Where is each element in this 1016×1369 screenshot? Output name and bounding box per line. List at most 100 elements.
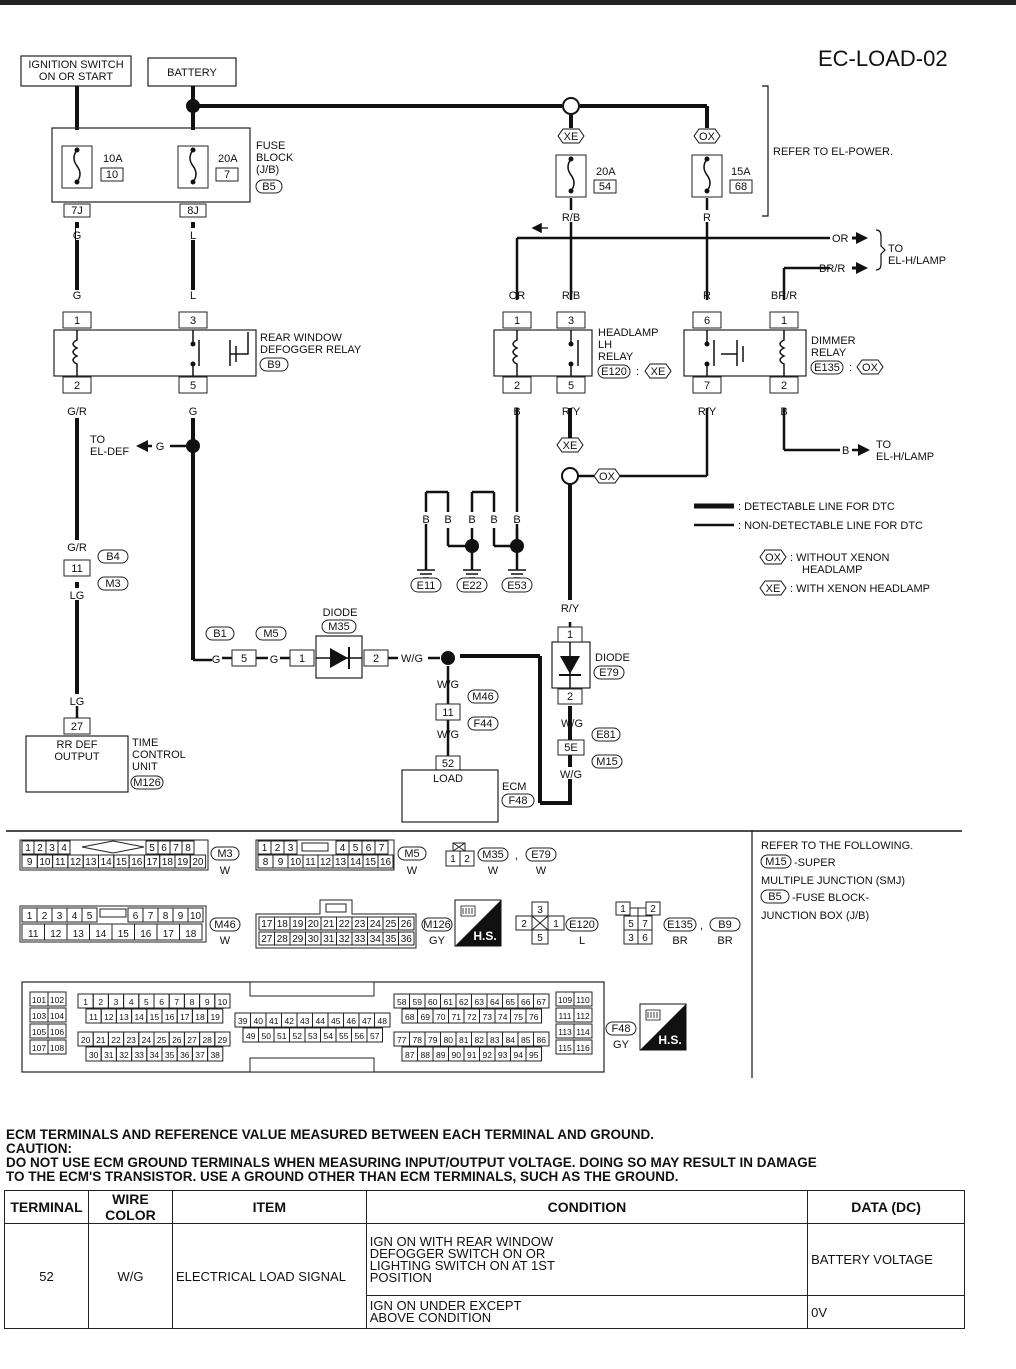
- connector-pin-label: 9: [27, 857, 33, 868]
- hl-label-3: RELAY: [598, 351, 634, 363]
- hl-option: XE: [651, 366, 666, 378]
- rear-defogger-relay: [53, 329, 257, 377]
- info-line-3: DO NOT USE ECM GROUND TERMINALS WHEN MEA…: [6, 1155, 817, 1170]
- ecm-pin-label: 33: [134, 1050, 144, 1060]
- connector-pin-label: 2: [37, 843, 43, 854]
- diode-icon: [316, 647, 362, 669]
- svg-text:M15: M15: [765, 856, 786, 868]
- fuse-20a-amp: 20A: [218, 153, 238, 165]
- svg-text:2: 2: [650, 904, 656, 915]
- to-hlamp-b-1: TO: [876, 439, 892, 451]
- ecm-pin: [47, 1007, 67, 1023]
- dim-option: OX: [862, 362, 879, 374]
- diode-pin-2: 2: [373, 653, 379, 665]
- ecm-pin-label: 62: [459, 997, 469, 1007]
- ecm-pin-label: 47: [362, 1016, 372, 1026]
- ecm-pin-label: 103: [32, 1011, 46, 1021]
- wire-g-def: G: [156, 441, 165, 453]
- wire-wg-load2: W/G: [437, 729, 459, 741]
- to-el-def-label-2: EL-DEF: [90, 446, 129, 458]
- connector-pin-label: 3: [288, 843, 294, 854]
- connector-pin: [189, 854, 207, 869]
- xe-option-tag: [557, 128, 585, 144]
- conn-view-b9: B9: [718, 919, 731, 931]
- ground-e11: E11: [417, 580, 436, 592]
- connector-pin-label: 6: [366, 843, 372, 854]
- connector-pin-label: 5: [353, 843, 359, 854]
- diode-m35: [315, 635, 363, 679]
- connector-pin: [377, 854, 394, 869]
- wire-lg-m3: LG: [70, 590, 85, 602]
- ecm-pin: [207, 1008, 224, 1024]
- refer-bracket: [762, 85, 769, 217]
- connector-pin-label: 17: [261, 919, 273, 930]
- connector-pin-label: 4: [61, 843, 67, 854]
- ecm-pin-label: 102: [50, 995, 64, 1005]
- connector-pin-label: 18: [162, 857, 174, 868]
- connector-pin-label: 36: [401, 934, 413, 945]
- relay-pin-5: 5: [190, 380, 196, 392]
- svg-text:L: L: [579, 935, 585, 947]
- battery-junction-dot: [186, 99, 200, 113]
- connector-pin-label: 12: [70, 857, 82, 868]
- ecm-pin-label: 80: [444, 1035, 454, 1045]
- relay-pin-2: 2: [74, 380, 80, 392]
- fuse-10a: [61, 145, 93, 189]
- diode-e79-icon: [559, 642, 581, 688]
- ecm-pin-label: 93: [498, 1050, 508, 1060]
- tcu-label-2: CONTROL: [132, 749, 186, 761]
- ecm-pin: [207, 1046, 224, 1062]
- ecm-pin-label: 27: [187, 1035, 197, 1045]
- fuse-block-connector: B5: [262, 181, 275, 193]
- ecm-pin-label: 65: [506, 997, 516, 1007]
- dim-label-1: DIMMER: [811, 335, 856, 347]
- ecm-pin-label: 75: [514, 1012, 524, 1022]
- ecm-pin-label: 85: [521, 1035, 531, 1045]
- wire-ry-diode: R/Y: [561, 603, 580, 615]
- dim-connector: E135: [814, 362, 840, 374]
- wire-rb-hl: R/B: [562, 290, 580, 302]
- cell-terminal: 52: [4, 1223, 89, 1329]
- connector-pin-label: 14: [95, 929, 107, 940]
- conn-b4: B4: [106, 551, 119, 563]
- table-header-row: TERMINAL WIRE COLOR ITEM CONDITION DATA …: [4, 1190, 965, 1224]
- ecm-pin-label: 58: [397, 997, 407, 1007]
- ground-wires: B B B B B: [420, 512, 523, 526]
- wire-ry-dim: R/Y: [698, 406, 717, 418]
- ecm-pin-label: 66: [521, 997, 531, 1007]
- wire-g-fuse: G: [73, 230, 82, 242]
- svg-text:-FUSE BLOCK-: -FUSE BLOCK-: [792, 892, 869, 904]
- ecm-load-box: [401, 769, 499, 823]
- connector-pin-label: 6: [133, 911, 139, 922]
- connector-pin-label: 28: [277, 934, 289, 945]
- junction-5e: 5E: [564, 742, 577, 754]
- ecm-pin-label: 7: [174, 997, 179, 1007]
- ecm-pin-label: 31: [104, 1050, 114, 1060]
- svg-text:REFER TO THE FOLLOWING.: REFER TO THE FOLLOWING.: [761, 840, 913, 852]
- connector-pin-label: 1: [25, 843, 31, 854]
- tcu-connector: M126: [133, 777, 161, 789]
- ecm-pin-label: 17: [180, 1012, 190, 1022]
- ecm-pin-label: 10: [218, 997, 228, 1007]
- to-hlamp-label-1: TO: [888, 243, 904, 255]
- dim-pin-6: 6: [704, 315, 710, 327]
- ecm-pin-label: 19: [210, 1012, 220, 1022]
- ecm-pin-label: 95: [529, 1050, 539, 1060]
- ecm-pin-label: 115: [558, 1043, 572, 1053]
- wire-wg-diode: W/G: [401, 653, 423, 665]
- ecm-pin-label: 36: [180, 1050, 190, 1060]
- fuse-10a-num: 10: [106, 169, 118, 181]
- conn-view-m46: M46: [214, 919, 235, 931]
- connector-pin-label: 32: [339, 934, 351, 945]
- ecm-pin-label: 70: [436, 1012, 446, 1022]
- ecm-pin-label: 105: [32, 1027, 46, 1037]
- connector-pin-label: 13: [73, 929, 85, 940]
- conn-f44: F44: [474, 718, 493, 730]
- ecm-pin-label: 92: [483, 1050, 493, 1060]
- ecm-pin-label: 54: [324, 1031, 334, 1041]
- connector-pin-label: 24: [370, 919, 382, 930]
- svg-text:BR: BR: [672, 935, 687, 947]
- cell-data-1: BATTERY VOLTAGE: [807, 1223, 965, 1296]
- connector-pin-label: 34: [370, 934, 382, 945]
